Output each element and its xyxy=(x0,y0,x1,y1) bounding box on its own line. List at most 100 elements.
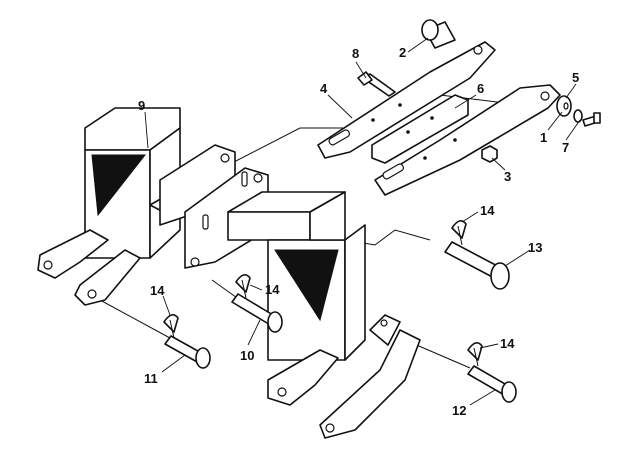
lynch-pin-part-14-a xyxy=(451,220,467,246)
front-right-lug-hole xyxy=(380,319,388,327)
front-left-arm-hole xyxy=(277,387,287,397)
leader-14b xyxy=(249,284,263,291)
callout-8: 8 xyxy=(352,46,359,61)
lower-link-hole-1 xyxy=(423,156,427,160)
leader-11 xyxy=(161,354,186,373)
leader-14d xyxy=(479,343,499,349)
leader-14a xyxy=(461,211,479,223)
bolt-part-7 xyxy=(582,112,601,127)
upper-link-hole-1 xyxy=(398,103,402,107)
leader-9 xyxy=(144,111,149,149)
callout-6: 6 xyxy=(477,81,484,96)
leader-5 xyxy=(565,83,577,99)
lower-link-slot xyxy=(382,163,405,180)
leader-10 xyxy=(247,319,261,346)
callout-14d: 14 xyxy=(500,336,515,351)
leader-13 xyxy=(504,249,531,267)
lynch-pin-part-14-c xyxy=(163,314,179,339)
callout-14c: 14 xyxy=(150,283,165,298)
pin-12-head xyxy=(501,381,517,403)
rear-left-arm xyxy=(37,229,109,279)
spacer-hole-2 xyxy=(430,116,434,120)
callout-14b: 14 xyxy=(265,282,280,297)
callout-14a: 14 xyxy=(480,203,495,218)
front-tube-face xyxy=(227,211,311,241)
lynch-pin-d-shaft xyxy=(473,347,479,367)
front-right-arm-hole xyxy=(325,423,335,433)
side-plate-left-hole xyxy=(220,153,230,163)
washer-part-5 xyxy=(556,95,572,117)
lynch-pin-part-14-b xyxy=(235,274,251,299)
lynch-pin-a-shaft xyxy=(457,225,463,246)
leader-12 xyxy=(469,389,496,406)
lynch-pin-c-shaft xyxy=(169,319,175,339)
pin-10-head xyxy=(267,311,283,333)
lower-link-part-4 xyxy=(374,84,561,196)
side-plate-right-top-hole xyxy=(253,173,263,183)
pin-2-head xyxy=(421,19,439,41)
pin-part-12 xyxy=(467,365,517,403)
side-plate-top-slot xyxy=(241,171,248,187)
pin-13-head xyxy=(490,262,510,290)
spacer-plate-part-6 xyxy=(371,94,469,164)
pin-part-10 xyxy=(231,293,283,333)
center-line-pin-11 xyxy=(99,299,171,339)
front-upright-side xyxy=(344,224,366,361)
rear-upright-gusset xyxy=(91,154,147,217)
callout-13: 13 xyxy=(528,240,542,255)
callout-5: 5 xyxy=(572,70,579,85)
upper-link-hole-2 xyxy=(371,118,375,122)
leader-3 xyxy=(491,157,506,171)
leader-4 xyxy=(327,94,353,119)
side-plate-right-slot xyxy=(202,214,209,230)
front-right-lug xyxy=(369,314,401,346)
spacer-hole-1 xyxy=(406,130,410,134)
rear-left-arm-hole xyxy=(43,260,53,270)
leader-14c xyxy=(162,295,171,316)
nut-1 xyxy=(573,109,583,123)
lower-link-end-hole xyxy=(540,91,550,101)
bolt-part-8 xyxy=(357,71,396,97)
lynch-pin-part-14-d xyxy=(467,342,483,367)
bolt-7-head xyxy=(593,112,601,124)
pin-part-2 xyxy=(421,19,456,49)
upper-link-slot xyxy=(328,129,351,146)
rear-right-arm-hole xyxy=(87,289,97,299)
callout-labels: 2 8 4 6 5 1 7 3 9 14 13 14 10 14 11 14 1… xyxy=(138,45,579,418)
leader-6 xyxy=(454,94,477,109)
callout-2: 2 xyxy=(399,45,406,60)
pin-11-head xyxy=(195,347,211,369)
callout-9: 9 xyxy=(138,98,145,113)
callout-4: 4 xyxy=(320,81,328,96)
upper-link-left xyxy=(317,41,496,159)
pin-part-11 xyxy=(164,335,211,369)
upper-link-part-4 xyxy=(317,41,496,159)
pin-part-13 xyxy=(444,241,510,290)
nut-part-3 xyxy=(481,145,498,163)
callout-10: 10 xyxy=(240,348,254,363)
washer-5-bore xyxy=(563,102,569,110)
leader-lines xyxy=(144,37,581,406)
callout-7: 7 xyxy=(562,140,569,155)
upper-link-right xyxy=(374,84,561,196)
leader-2 xyxy=(407,37,429,53)
nut-part-1 xyxy=(573,109,583,123)
front-right-arm xyxy=(319,329,421,439)
nut-3 xyxy=(481,145,498,163)
callout-12: 12 xyxy=(452,403,466,418)
front-upright-gusset xyxy=(274,249,339,322)
side-plate-right-hole xyxy=(190,257,200,267)
spacer-plate xyxy=(371,94,469,164)
lynch-pin-b-shaft xyxy=(241,279,247,299)
callout-1: 1 xyxy=(540,130,547,145)
callout-3: 3 xyxy=(504,169,511,184)
upper-link-end-hole xyxy=(473,45,483,55)
leader-7 xyxy=(565,119,581,141)
main-frame-part-9 xyxy=(37,107,421,439)
lower-link-hole-2 xyxy=(453,138,457,142)
callout-11: 11 xyxy=(144,371,158,386)
leader-8 xyxy=(355,61,367,79)
leader-1 xyxy=(547,111,563,131)
